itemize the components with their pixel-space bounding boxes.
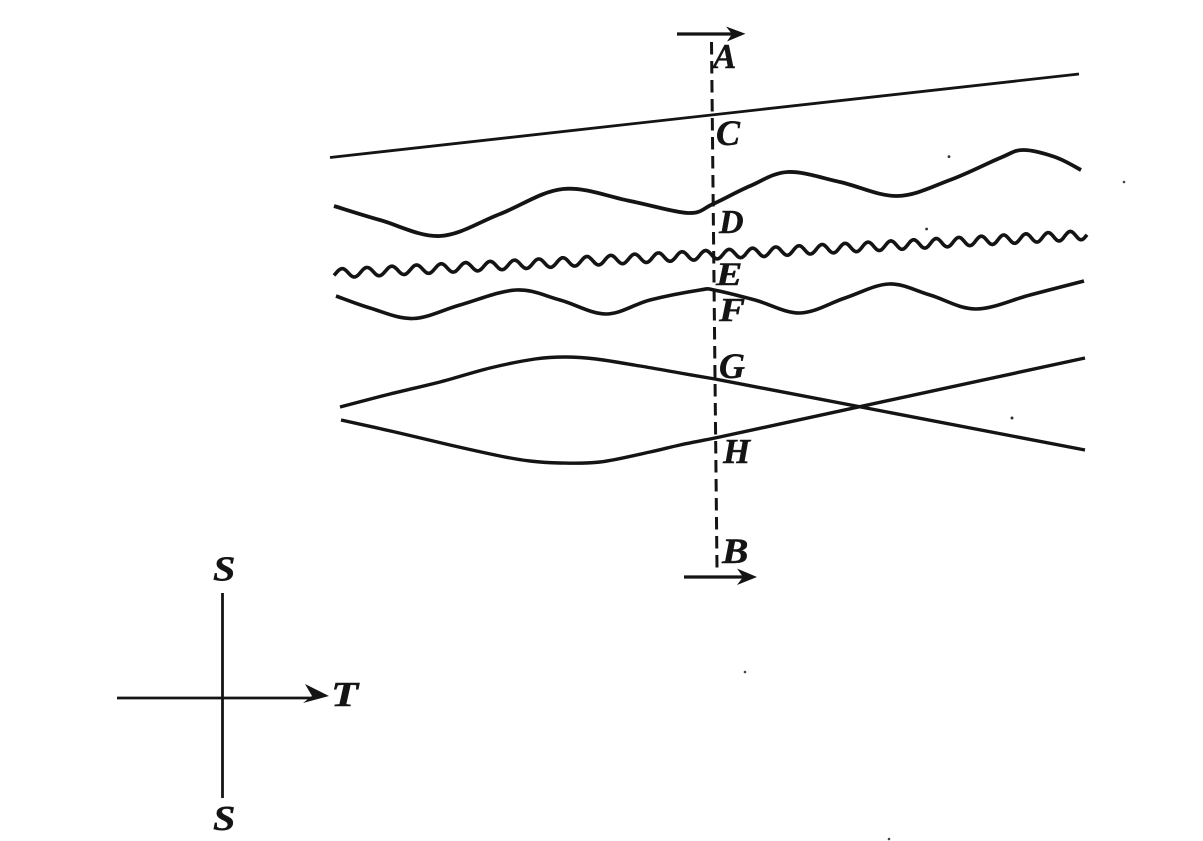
svg-text:G: G	[719, 346, 745, 386]
svg-text:B: B	[721, 532, 748, 572]
svg-text:C: C	[716, 113, 741, 153]
svg-text:D: D	[718, 204, 744, 241]
svg-text:A: A	[711, 37, 736, 76]
svg-text:S: S	[213, 799, 235, 838]
svg-text:H: H	[722, 432, 752, 471]
svg-text:E: E	[715, 256, 743, 292]
svg-text:F: F	[718, 290, 745, 328]
svg-text:S: S	[213, 550, 235, 589]
svg-text:T: T	[331, 675, 360, 714]
